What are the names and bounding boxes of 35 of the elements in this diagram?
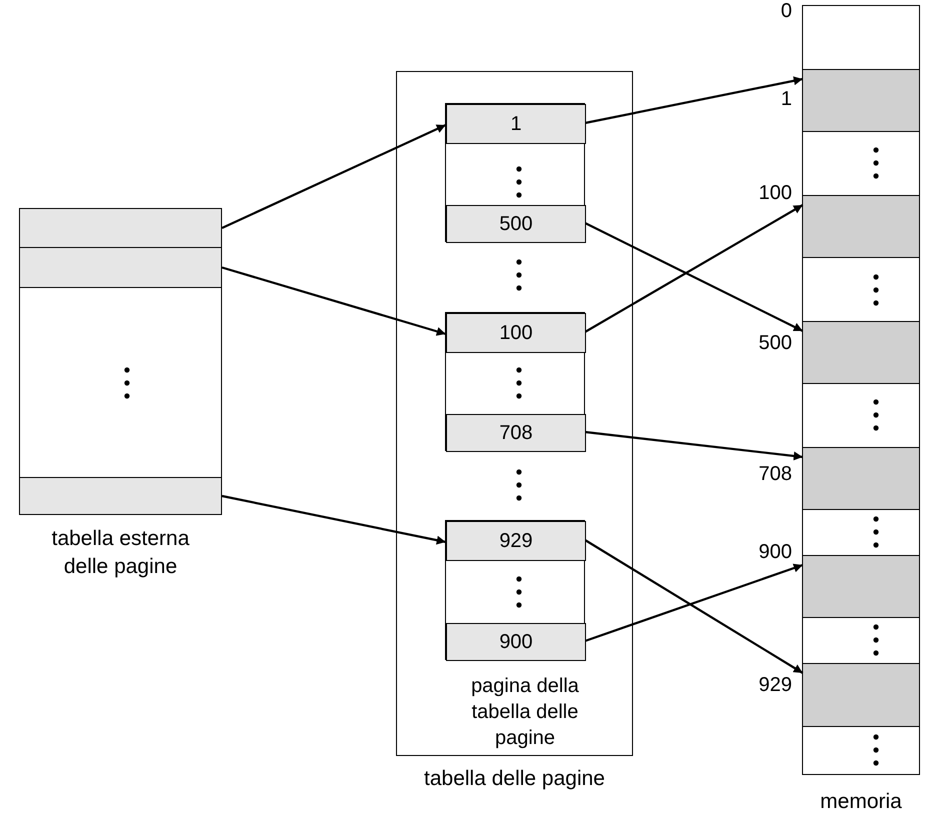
address-label: 900 bbox=[758, 541, 792, 564]
table-caption: memoria bbox=[819, 789, 903, 813]
address-label: 0 bbox=[780, 0, 792, 23]
memory-frame bbox=[802, 321, 920, 384]
address-label: 500 bbox=[758, 332, 792, 355]
address-label: 100 bbox=[758, 182, 792, 205]
table-entry: 1 bbox=[446, 104, 586, 144]
page-box bbox=[445, 312, 585, 451]
arrow bbox=[584, 430, 803, 460]
memory-frame bbox=[802, 195, 920, 258]
table-caption: tabella delle pagine bbox=[423, 766, 606, 792]
address-label: 929 bbox=[758, 674, 792, 697]
arrow bbox=[222, 124, 446, 229]
page-box bbox=[445, 103, 585, 242]
table-entry bbox=[19, 477, 222, 515]
memory-frame bbox=[802, 69, 920, 132]
table-entry: 929 bbox=[446, 521, 586, 561]
arrow bbox=[222, 494, 446, 545]
table-entry bbox=[19, 208, 222, 248]
address-label: 708 bbox=[758, 463, 792, 486]
table-entry: 500 bbox=[446, 205, 586, 243]
table-entry: 100 bbox=[446, 313, 586, 353]
table-entry: 708 bbox=[446, 414, 586, 452]
memory-frame bbox=[802, 663, 920, 727]
table-entry bbox=[19, 247, 222, 288]
arrow bbox=[222, 266, 446, 336]
arrow bbox=[584, 564, 804, 642]
memory-frame bbox=[802, 447, 920, 510]
page-caption: pagina della tabella delle pagine bbox=[470, 674, 580, 751]
table-entry: 900 bbox=[446, 623, 586, 661]
memory-frame bbox=[802, 555, 920, 618]
table-caption: tabella esterna delle pagine bbox=[50, 526, 190, 580]
arrow bbox=[584, 539, 804, 674]
address-label: 1 bbox=[780, 88, 792, 111]
arrow bbox=[584, 76, 803, 124]
